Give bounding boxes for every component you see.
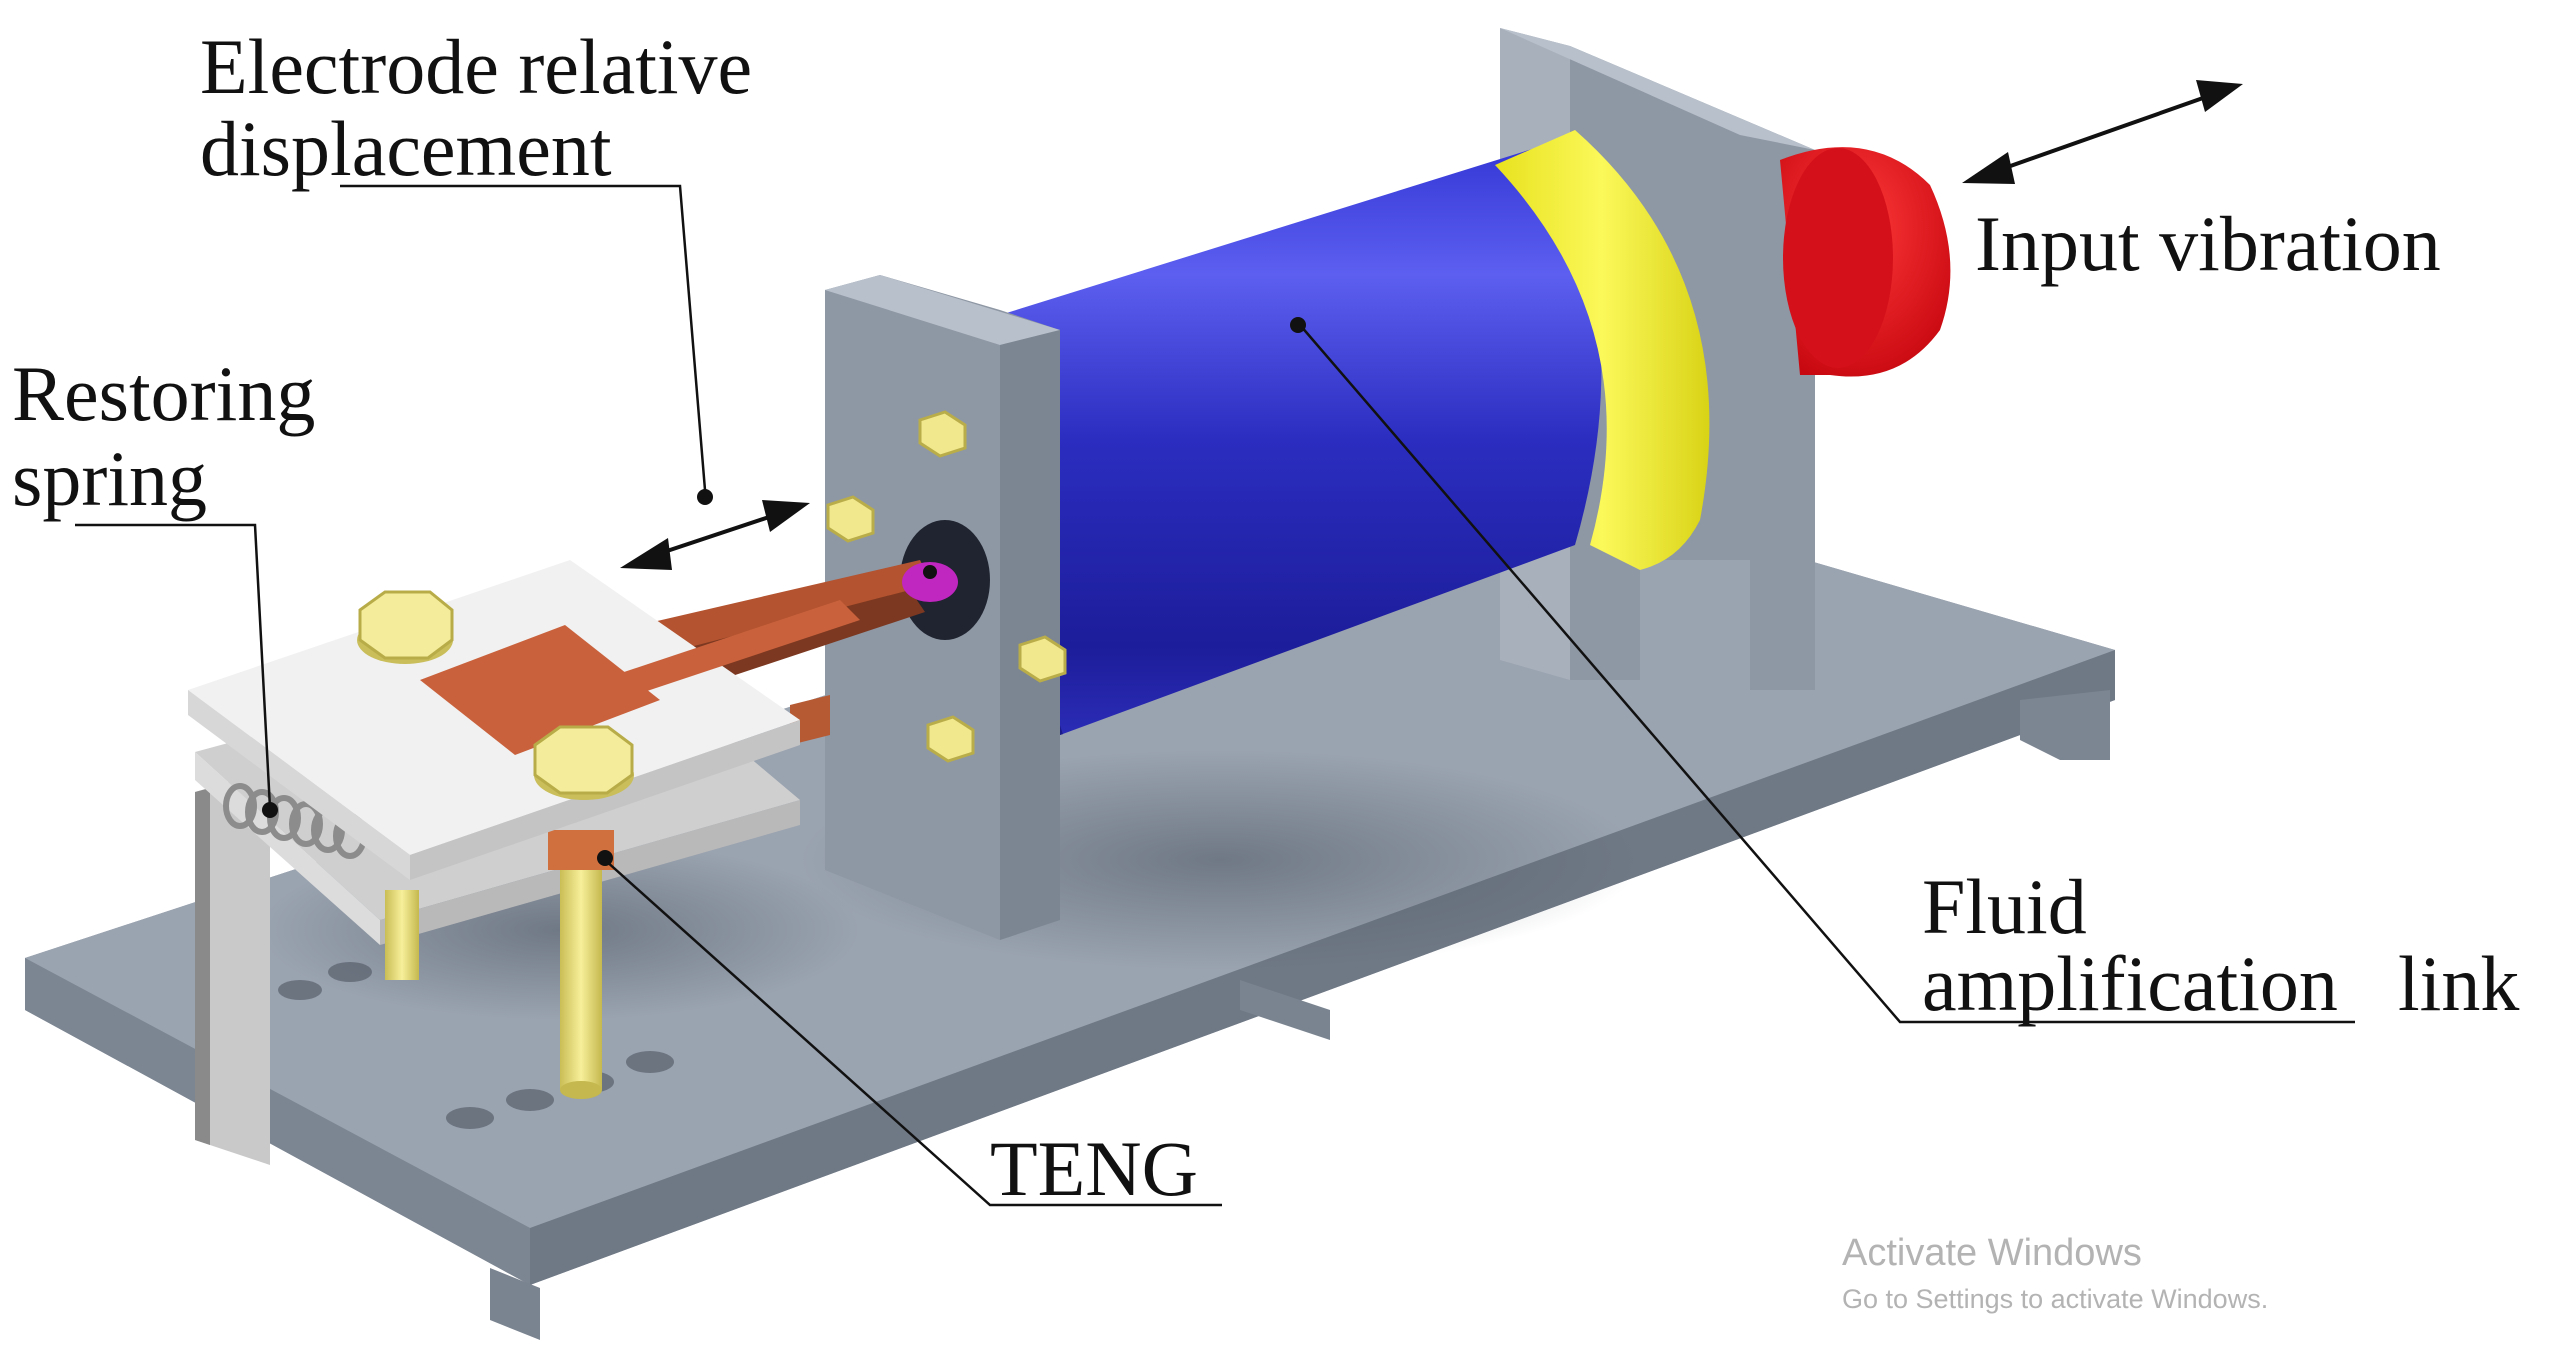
input-vibration-arrow [1962, 80, 2243, 184]
label-fluid-line1: Fluid [1922, 863, 2087, 950]
spring-plate [195, 770, 270, 1165]
bracket-bolt [926, 715, 975, 763]
label-electrode-displacement-line1: Electrode relative [200, 23, 753, 110]
bracket-bolt [1018, 635, 1067, 683]
displacement-arrow [620, 500, 810, 570]
leader-lines [75, 184, 2355, 1207]
leader-dot [597, 850, 613, 866]
label-electrode-displacement-line2: displacement [200, 105, 612, 192]
activate-windows-title: Activate Windows [1842, 1232, 2142, 1274]
label-fluid-line2a: amplification [1922, 940, 2338, 1027]
front-bracket [825, 275, 1067, 940]
teng-bolt [533, 725, 634, 800]
label-teng: TENG [990, 1125, 1198, 1212]
leader-dot [1290, 317, 1306, 333]
label-input-vibration: Input vibration [1975, 200, 2441, 287]
bracket-bolt [918, 410, 967, 458]
leader-dot [923, 565, 937, 579]
leader-dot [262, 802, 278, 818]
bracket-bolt [826, 495, 875, 543]
teng-upper-plate [188, 560, 860, 880]
teng-bolt [357, 590, 454, 664]
label-restoring-spring-line2: spring [12, 435, 207, 522]
input-cap [1780, 147, 1951, 377]
activate-windows-subtitle: Go to Settings to activate Windows. [1842, 1284, 2269, 1314]
leader-dot [697, 489, 713, 505]
support-rod [560, 860, 602, 1090]
label-fluid-line2b: link [2398, 940, 2520, 1027]
label-restoring-spring-line1: Restoring [12, 350, 316, 437]
yellow-collar [1495, 130, 1710, 570]
support-rod [385, 890, 419, 980]
